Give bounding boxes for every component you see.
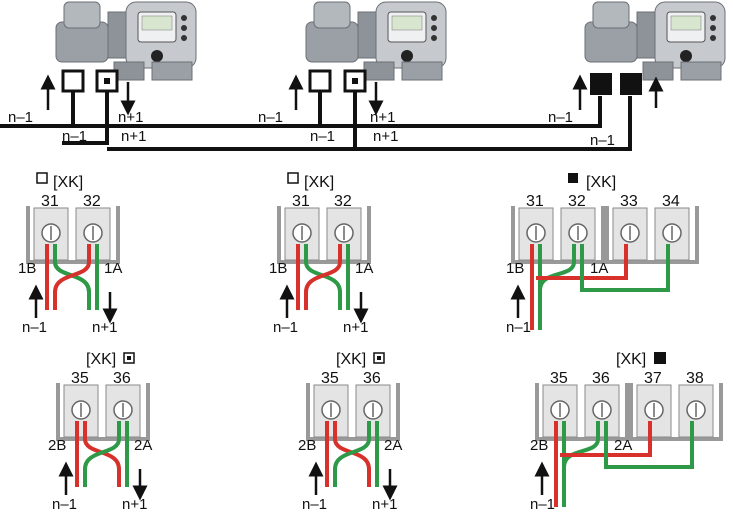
bottom-label-left: n–1 <box>302 496 327 513</box>
side-label-left: 2B <box>298 437 316 454</box>
side-label-right: 1A <box>590 260 608 277</box>
top-mid-label-n-1: n–1 <box>258 109 283 126</box>
top-left-bus-upper: n–1 <box>62 128 87 145</box>
block-header: [XK] <box>336 351 366 368</box>
side-label-right: 2A <box>614 437 632 454</box>
block-b2: [XK] 35 36 2B 2A n–1 n+1 <box>298 351 402 513</box>
terminal-34: 34 <box>662 193 680 210</box>
block-header: [XK] <box>586 174 616 191</box>
open-square-icon <box>36 172 48 184</box>
bottom-label-right: n+1 <box>343 319 368 336</box>
block-a1: [XK] 31 32 1B 1A n–1 n+1 <box>18 172 122 336</box>
block-header: [XK] <box>53 174 83 191</box>
terminal-31: 31 <box>526 193 544 210</box>
side-label-right: 1A <box>355 260 373 277</box>
terminal-32: 32 <box>568 193 586 210</box>
block-a2: [XK] 31 32 1B 1A n–1 n+1 <box>269 172 373 336</box>
top-left-label-n-1: n–1 <box>8 109 33 126</box>
top-arrows <box>40 74 664 116</box>
actuator-mid <box>305 1 447 81</box>
bottom-label-right: n+1 <box>372 496 397 513</box>
top-mid-bus-lower: n+1 <box>373 128 398 145</box>
side-label-left: 2B <box>48 437 66 454</box>
terminal-33: 33 <box>620 193 638 210</box>
terminal-31: 31 <box>292 193 310 210</box>
block-a3: [XK] 31 32 33 34 1B 1A n–1 <box>506 173 699 336</box>
block-b3: [XK] 35 36 37 38 2B 2A n–1 <box>530 351 723 513</box>
terminal-38: 38 <box>686 370 704 387</box>
open-square-icon <box>287 172 299 184</box>
terminal-31: 31 <box>41 193 59 210</box>
block-header: [XK] <box>616 351 646 368</box>
side-label-right: 2A <box>384 437 402 454</box>
bottom-label-left: n–1 <box>52 496 77 513</box>
bottom-label-right: n+1 <box>122 496 147 513</box>
top-right-bus-lower: n–1 <box>590 132 615 149</box>
top-right-label-n-1: n–1 <box>548 109 573 126</box>
block-header: [XK] <box>86 351 116 368</box>
terminal-36: 36 <box>363 370 381 387</box>
side-label-left: 1B <box>18 260 36 277</box>
terminal-36: 36 <box>113 370 131 387</box>
terminal-36: 36 <box>592 370 610 387</box>
top-mid-bus-upper: n–1 <box>310 128 335 145</box>
actuator-left <box>55 1 197 81</box>
block-b1: [XK] 35 36 2B 2A n–1 n+1 <box>48 351 152 513</box>
filled-square-icon <box>568 173 578 183</box>
connector-boxes <box>61 69 642 95</box>
side-label-left: 1B <box>506 260 524 277</box>
terminal-35: 35 <box>550 370 568 387</box>
block-header: [XK] <box>304 174 334 191</box>
side-label-right: 1A <box>104 260 122 277</box>
top-left-label-n+1: n+1 <box>118 109 143 126</box>
bottom-label-right: n+1 <box>92 319 117 336</box>
side-label-right: 2A <box>134 437 152 454</box>
terminal-32: 32 <box>83 193 101 210</box>
terminal-35: 35 <box>321 370 339 387</box>
top-left-bus-lower: n+1 <box>121 128 146 145</box>
bottom-label-left: n–1 <box>530 496 555 513</box>
top-mid-label-n+1: n+1 <box>370 109 395 126</box>
bottom-label-left: n–1 <box>273 319 298 336</box>
bottom-label-left: n–1 <box>506 319 531 336</box>
bottom-label-left: n–1 <box>22 319 47 336</box>
side-label-left: 1B <box>269 260 287 277</box>
terminal-32: 32 <box>334 193 352 210</box>
filled-square-icon <box>654 352 666 364</box>
bus-lines <box>0 92 632 151</box>
side-label-left: 2B <box>530 437 548 454</box>
terminal-35: 35 <box>71 370 89 387</box>
actuator-right <box>584 1 726 81</box>
terminal-37: 37 <box>644 370 662 387</box>
